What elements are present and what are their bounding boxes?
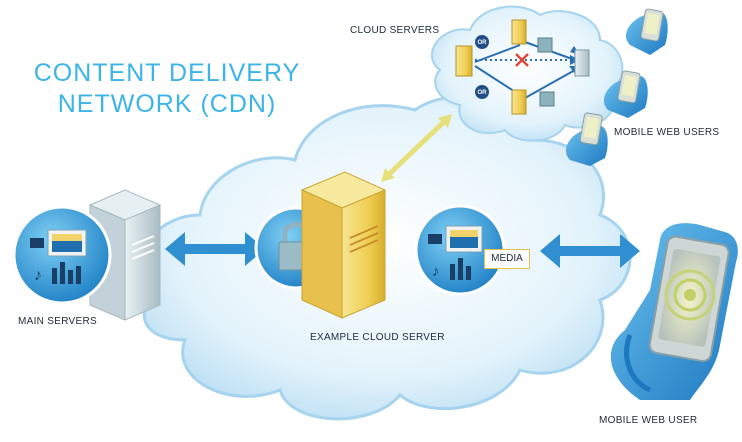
cloud-servers-network: OR OR (455, 19, 590, 115)
phone-icon (625, 8, 668, 55)
label-main-servers: MAIN SERVERS (18, 316, 97, 327)
label-mobile-web-users: MOBILE WEB USERS (614, 127, 720, 138)
title-line-1: CONTENT DELIVERY (33, 59, 301, 87)
music-note-icon: ♪ (34, 267, 42, 284)
phone-icon (565, 112, 608, 166)
phone-icon (603, 70, 648, 118)
diagram-title: CONTENT DELIVERY NETWORK (CDN) (22, 58, 312, 120)
svg-text:♪: ♪ (432, 263, 440, 280)
example-cloud-server-icon (300, 171, 387, 319)
media-disc-right: ♪ (414, 204, 506, 296)
label-example-cloud-server: EXAMPLE CLOUD SERVER (310, 332, 445, 343)
or-badge-top: OR (478, 40, 488, 46)
label-cloud-servers: CLOUD SERVERS (350, 25, 440, 36)
media-disc-left: ♪ (12, 205, 112, 305)
mobile-web-users-icons (565, 8, 668, 166)
x-mark-icon (515, 53, 529, 67)
small-lock-top (537, 37, 553, 53)
label-mobile-web-user: MOBILE WEB USER (599, 415, 698, 426)
or-badge-bottom: OR (478, 90, 488, 96)
small-lock-bottom (539, 91, 555, 107)
video-camera-icon (30, 238, 44, 248)
sync-arrow (381, 114, 452, 182)
cloud-to-user-arrow (540, 234, 640, 268)
title-line-2: NETWORK (CDN) (57, 90, 277, 118)
media-tag: MEDIA (484, 249, 530, 269)
mobile-web-user-icon (610, 223, 738, 400)
